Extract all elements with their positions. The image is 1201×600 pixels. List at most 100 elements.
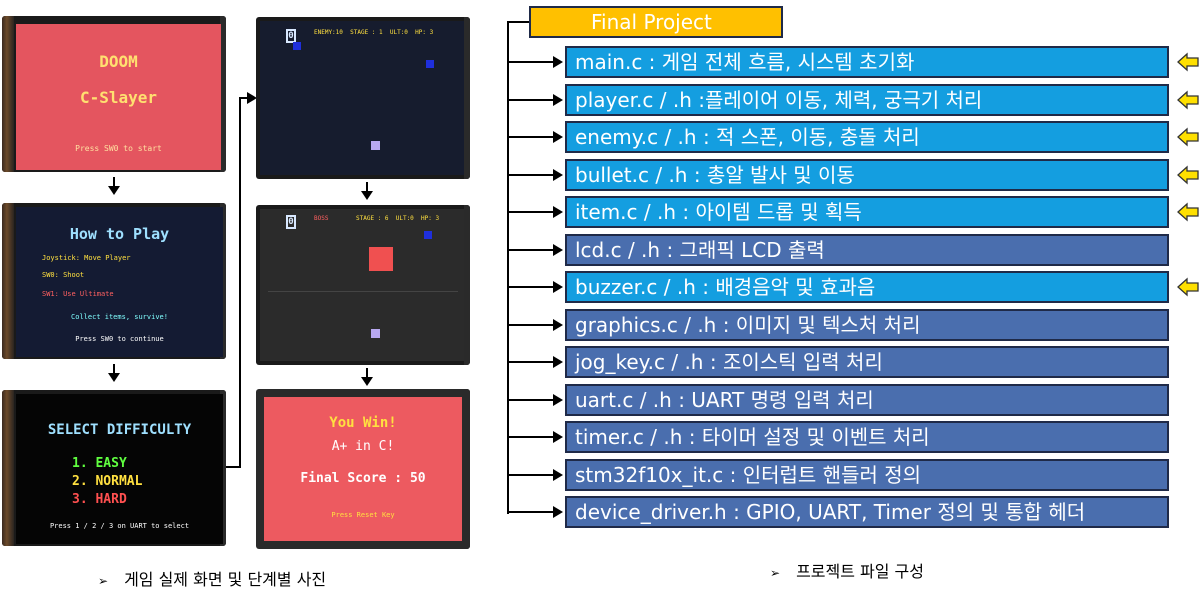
arena-divider bbox=[268, 291, 458, 292]
player bbox=[371, 329, 380, 338]
howto-heading: How to Play bbox=[69, 225, 170, 243]
file-entry-text: stm32f10x_it.c : 인터럽트 핸들러 정의 bbox=[575, 463, 922, 487]
down-arrow bbox=[361, 182, 373, 200]
boss-label: BOSS bbox=[314, 215, 329, 222]
enemy bbox=[424, 231, 432, 239]
caption-right-text: 프로젝트 파일 구성 bbox=[796, 562, 924, 581]
tree-branch-arrow bbox=[507, 394, 563, 406]
down-arrow bbox=[361, 368, 373, 386]
game-title: DOOM bbox=[99, 52, 138, 71]
player bbox=[371, 141, 380, 150]
file-entry: graphics.c / .h : 이미지 및 텍스처 처리 bbox=[565, 309, 1169, 341]
down-arrow bbox=[108, 177, 120, 195]
file-entry: lcd.c / .h : 그래픽 LCD 출력 bbox=[565, 234, 1169, 266]
file-entry-text: timer.c / .h : 타이머 설정 및 이벤트 처리 bbox=[575, 425, 930, 449]
connector-line bbox=[226, 466, 240, 468]
tree-branch-arrow bbox=[507, 206, 563, 218]
file-entry: jog_key.c / .h : 조이스틱 입력 처리 bbox=[565, 346, 1169, 378]
file-entry-text: enemy.c / .h : 적 스폰, 이동, 충돌 처리 bbox=[575, 125, 920, 149]
tree-top-connector bbox=[507, 21, 529, 23]
tree-branch-arrow bbox=[507, 281, 563, 293]
connector-line bbox=[239, 98, 241, 468]
photo-boss-screen: 0 BOSS STAGE : 6 ULT:0 HP: 3 bbox=[256, 205, 470, 365]
difficulty-option-hard: 3. HARD bbox=[72, 492, 127, 507]
photo-difficulty-screen: SELECT DIFFICULTY 1. EASY 2. NORMAL 3. H… bbox=[2, 390, 226, 546]
tree-branch-arrow bbox=[507, 56, 563, 68]
enemy bbox=[426, 60, 434, 68]
lcd-bezel bbox=[2, 16, 14, 172]
difficulty-option-normal: 2. NORMAL bbox=[72, 474, 143, 489]
caption-left-text: 게임 실제 화면 및 단계별 사진 bbox=[124, 570, 327, 589]
lcd-bezel bbox=[220, 390, 226, 546]
project-title: Final Project bbox=[529, 6, 783, 38]
down-arrow bbox=[108, 364, 120, 382]
file-entry-text: player.c / .h :플레이어 이동, 체력, 궁극기 처리 bbox=[575, 88, 983, 112]
tree-branch-arrow bbox=[507, 469, 563, 481]
enemy bbox=[293, 42, 301, 50]
boss-hud: STAGE : 6 ULT:0 HP: 3 bbox=[356, 215, 440, 222]
file-entry-text: main.c : 게임 전체 흐름, 시스템 초기화 bbox=[575, 50, 915, 74]
lcd-bezel bbox=[464, 17, 470, 179]
pointer-arrow-icon bbox=[1177, 277, 1199, 297]
final-score: Final Score : 50 bbox=[300, 471, 426, 486]
file-entry-text: bullet.c / .h : 총알 발사 및 이동 bbox=[575, 163, 855, 187]
file-entry: player.c / .h :플레이어 이동, 체력, 궁극기 처리 bbox=[565, 84, 1169, 116]
file-entry-text: uart.c / .h : UART 명령 입력 처리 bbox=[575, 388, 874, 412]
lcd-bezel bbox=[2, 203, 14, 359]
lcd-bezel bbox=[220, 203, 226, 359]
file-entry-text: graphics.c / .h : 이미지 및 텍스처 처리 bbox=[575, 313, 921, 337]
tree-branch-arrow bbox=[507, 94, 563, 106]
tree-branch-arrow bbox=[507, 431, 563, 443]
file-entry: uart.c / .h : UART 명령 입력 처리 bbox=[565, 384, 1169, 416]
tree-branch-arrow bbox=[507, 131, 563, 143]
photo-title-screen: DOOM C-Slayer Press SW0 to start bbox=[2, 16, 226, 172]
game-subtitle: C-Slayer bbox=[79, 88, 158, 107]
tree-branch-arrow bbox=[507, 319, 563, 331]
pointer-arrow-icon bbox=[1177, 127, 1199, 147]
lcd-screen: DOOM C-Slayer Press SW0 to start bbox=[16, 24, 221, 170]
file-entry-text: device_driver.h : GPIO, UART, Timer 정의 및… bbox=[575, 500, 1086, 524]
file-entry: stm32f10x_it.c : 인터럽트 핸들러 정의 bbox=[565, 459, 1169, 491]
lcd-screen: You Win! A+ in C! Final Score : 50 Press… bbox=[264, 397, 462, 541]
reset-prompt: Press Reset Key bbox=[331, 511, 395, 519]
howto-line: SW0: Shoot bbox=[42, 271, 85, 279]
difficulty-heading: SELECT DIFFICULTY bbox=[47, 422, 192, 438]
photo-game-screen: 0 ENEMY:10 STAGE : 1 ULT:0 HP: 3 bbox=[256, 17, 470, 179]
file-entry: main.c : 게임 전체 흐름, 시스템 초기화 bbox=[565, 46, 1169, 78]
file-entry-text: item.c / .h : 아이템 드롭 및 획득 bbox=[575, 200, 862, 224]
lcd-screen: SELECT DIFFICULTY 1. EASY 2. NORMAL 3. H… bbox=[16, 394, 223, 544]
bullet-arrow-icon: ➢ bbox=[770, 566, 781, 580]
lcd-bezel bbox=[464, 389, 470, 549]
game-hud: ENEMY:10 STAGE : 1 ULT:0 HP: 3 bbox=[314, 29, 434, 36]
tree-branch-arrow bbox=[507, 244, 563, 256]
pointer-arrow-icon bbox=[1177, 52, 1199, 72]
lcd-bezel bbox=[2, 390, 14, 546]
file-entry: buzzer.c / .h : 배경음악 및 효과음 bbox=[565, 271, 1169, 303]
file-entry: device_driver.h : GPIO, UART, Timer 정의 및… bbox=[565, 496, 1169, 528]
continue-prompt: Press SW0 to continue bbox=[75, 335, 164, 343]
howto-tip: Collect items, survive! bbox=[71, 313, 168, 321]
lcd-screen: How to Play Joystick: Move Player SW0: S… bbox=[16, 207, 223, 357]
caption-right: ➢ 프로젝트 파일 구성 bbox=[770, 558, 924, 582]
lives-badge: 0 bbox=[286, 29, 296, 43]
caption-left: ➢ 게임 실제 화면 및 단계별 사진 bbox=[98, 566, 326, 590]
lcd-bezel bbox=[220, 16, 226, 172]
bullet-arrow-icon: ➢ bbox=[98, 574, 109, 588]
tree-trunk bbox=[507, 22, 509, 514]
pointer-arrow-icon bbox=[1177, 90, 1199, 110]
file-entry: bullet.c / .h : 총알 발사 및 이동 bbox=[565, 159, 1169, 191]
file-entry-text: buzzer.c / .h : 배경음악 및 효과음 bbox=[575, 275, 876, 299]
boss bbox=[369, 247, 393, 271]
win-subtitle: A+ in C! bbox=[331, 439, 395, 454]
file-entry: enemy.c / .h : 적 스폰, 이동, 충돌 처리 bbox=[565, 121, 1169, 153]
lcd-screen: 0 ENEMY:10 STAGE : 1 ULT:0 HP: 3 bbox=[260, 21, 464, 175]
file-entry-text: lcd.c / .h : 그래픽 LCD 출력 bbox=[575, 238, 825, 262]
file-entry-text: jog_key.c / .h : 조이스틱 입력 처리 bbox=[575, 350, 883, 374]
howto-line: Joystick: Move Player bbox=[42, 254, 131, 262]
tree-branch-arrow bbox=[507, 169, 563, 181]
file-entry: item.c / .h : 아이템 드롭 및 획득 bbox=[565, 196, 1169, 228]
pointer-arrow-icon bbox=[1177, 165, 1199, 185]
project-title-text: Final Project bbox=[591, 10, 712, 34]
tree-branch-arrow bbox=[507, 356, 563, 368]
select-prompt: Press 1 / 2 / 3 on UART to select bbox=[49, 522, 190, 530]
